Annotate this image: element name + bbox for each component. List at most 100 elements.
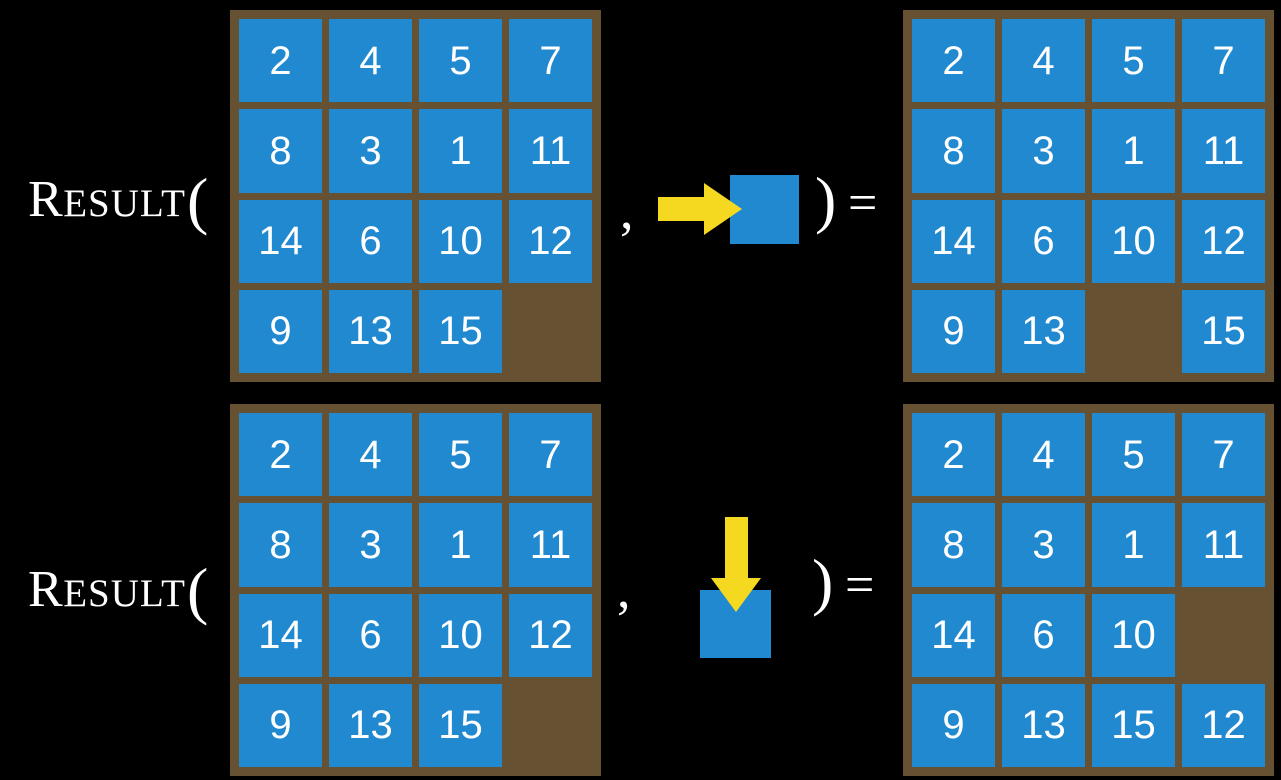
tile-cell[interactable]: 13: [329, 683, 412, 767]
result-label-first-letter: R: [28, 561, 64, 618]
tile-cell[interactable]: 5: [1092, 413, 1175, 497]
tile-cell[interactable]: 4: [1002, 19, 1085, 103]
open-paren: (: [186, 555, 209, 626]
tile-cell[interactable]: 10: [419, 199, 502, 283]
tile-cell[interactable]: 8: [912, 503, 995, 587]
tile-value: 6: [1032, 613, 1055, 658]
tile-value: 8: [942, 522, 965, 567]
tile-cell[interactable]: 8: [912, 109, 995, 193]
tile-cell[interactable]: 1: [1092, 503, 1175, 587]
tile-value: 11: [1202, 128, 1245, 173]
tile-cell[interactable]: 5: [1092, 19, 1175, 103]
tile-cell[interactable]: 3: [1002, 503, 1085, 587]
tile-value: 12: [528, 219, 573, 264]
tile-cell[interactable]: 11: [509, 109, 592, 193]
equation-row-bottom: RESULT( 2 4 5 7 8 3 1 11 14 6 10 12 9 13…: [0, 390, 1281, 780]
tile-cell[interactable]: 14: [912, 593, 995, 677]
tile-cell[interactable]: 14: [912, 199, 995, 283]
equation-row-top: RESULT( 2 4 5 7 8 3 1 11 14 6 10 12 9 13…: [28, 10, 1274, 382]
tile-cell[interactable]: 3: [329, 503, 412, 587]
tile-cell[interactable]: 9: [239, 683, 322, 767]
tile-cell[interactable]: 6: [1002, 199, 1085, 283]
tile-cell[interactable]: 2: [239, 413, 322, 497]
tile-cell[interactable]: 7: [509, 19, 592, 103]
tile-value: 13: [1021, 309, 1066, 354]
tile-cell[interactable]: 11: [1182, 109, 1265, 193]
tile-value: 3: [359, 522, 382, 567]
operand-move-right: [650, 165, 810, 260]
tile-cell[interactable]: 5: [419, 19, 502, 103]
result-label-rest: ESULT: [63, 182, 186, 225]
empty-slot[interactable]: [509, 684, 592, 767]
tile-value: 6: [1032, 219, 1055, 264]
tile-cell[interactable]: 14: [239, 593, 322, 677]
tile-value: 10: [438, 219, 483, 264]
tile-cell[interactable]: 13: [329, 289, 412, 373]
tile-cell[interactable]: 2: [912, 19, 995, 103]
tile-value: 5: [449, 432, 472, 477]
tile-cell[interactable]: 2: [239, 19, 322, 103]
tile-cell[interactable]: 2: [912, 413, 995, 497]
tile-cell[interactable]: 9: [239, 289, 322, 373]
tile-cell[interactable]: 11: [509, 503, 592, 587]
tile-value: 14: [258, 219, 303, 264]
tile-cell[interactable]: 13: [1002, 683, 1085, 767]
tile-cell[interactable]: 15: [1182, 289, 1265, 373]
tile-value: 4: [1032, 38, 1055, 83]
result-function-label: RESULT(: [28, 163, 209, 233]
arrow-right-icon: [658, 183, 742, 235]
tile-value: 12: [1201, 703, 1246, 748]
tile-cell[interactable]: 10: [1092, 199, 1175, 283]
tile-cell[interactable]: 12: [509, 593, 592, 677]
tile-cell[interactable]: 10: [419, 593, 502, 677]
tile-cell[interactable]: 7: [509, 413, 592, 497]
tile-cell[interactable]: 9: [912, 683, 995, 767]
tile-cell[interactable]: 9: [912, 289, 995, 373]
tile-cell[interactable]: 14: [239, 199, 322, 283]
tile-cell[interactable]: 13: [1002, 289, 1085, 373]
arrow-down-icon: [711, 517, 761, 612]
tile-cell[interactable]: 6: [1002, 593, 1085, 677]
tile-cell[interactable]: 3: [329, 109, 412, 193]
tile-cell[interactable]: 15: [419, 289, 502, 373]
tile-cell[interactable]: 1: [1092, 109, 1175, 193]
tile-cell[interactable]: 4: [329, 413, 412, 497]
close-paren: ): [812, 546, 834, 617]
result-label-first-letter: R: [28, 171, 64, 228]
tile-cell[interactable]: 12: [1182, 199, 1265, 283]
empty-slot[interactable]: [1182, 594, 1265, 677]
tile-cell[interactable]: 12: [509, 199, 592, 283]
tile-cell[interactable]: 1: [419, 503, 502, 587]
close-paren: ): [815, 164, 837, 235]
tile-cell[interactable]: 4: [1002, 413, 1085, 497]
tile-value: 13: [348, 703, 393, 748]
tile-value: 10: [1111, 613, 1156, 658]
tile-cell[interactable]: 7: [1182, 19, 1265, 103]
tile-cell[interactable]: 7: [1182, 413, 1265, 497]
tile-cell[interactable]: 6: [329, 593, 412, 677]
empty-slot[interactable]: [1092, 290, 1175, 373]
tile-value: 11: [1202, 522, 1245, 567]
tile-cell[interactable]: 15: [1092, 683, 1175, 767]
input-board-bottom: 2 4 5 7 8 3 1 11 14 6 10 12 9 13 15: [230, 404, 601, 776]
argument-separator-comma: ,: [620, 180, 634, 240]
tile-value: 3: [1032, 128, 1055, 173]
equals-sign: =: [845, 557, 875, 614]
tile-cell[interactable]: 11: [1182, 503, 1265, 587]
tile-cell[interactable]: 8: [239, 109, 322, 193]
tile-cell[interactable]: 3: [1002, 109, 1085, 193]
operand-tile[interactable]: [730, 175, 799, 244]
tile-cell[interactable]: 6: [329, 199, 412, 283]
tile-cell[interactable]: 10: [1092, 593, 1175, 677]
tile-value: 14: [258, 613, 303, 658]
tile-cell[interactable]: 1: [419, 109, 502, 193]
empty-slot[interactable]: [509, 290, 592, 373]
tile-cell[interactable]: 8: [239, 503, 322, 587]
tile-cell[interactable]: 12: [1182, 683, 1265, 767]
tile-cell[interactable]: 15: [419, 683, 502, 767]
tile-cell[interactable]: 4: [329, 19, 412, 103]
tile-value: 7: [1212, 432, 1235, 477]
tile-cell[interactable]: 5: [419, 413, 502, 497]
tile-value: 10: [1111, 219, 1156, 264]
